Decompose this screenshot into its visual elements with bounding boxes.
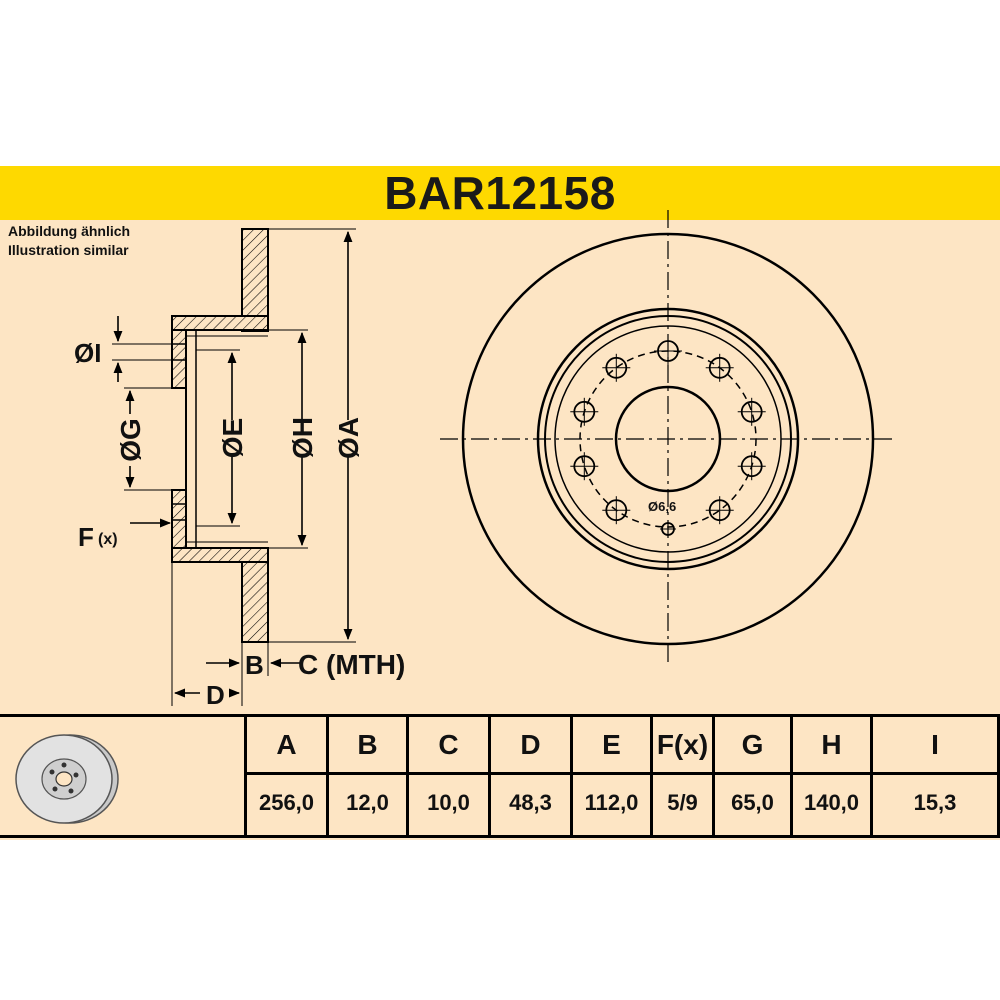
label-dim-F-sub: (x) <box>98 531 118 548</box>
front-view <box>440 210 896 664</box>
note-line-english: Illustration similar <box>8 242 129 258</box>
drawing-sheet: BAR12158 Abbildung ähnlich Illustration … <box>0 166 1000 840</box>
label-dim-H: ØH <box>287 417 318 459</box>
table-header-cell: E <box>573 717 650 775</box>
table-header-cell: C <box>409 717 488 775</box>
table-column: C 10,0 <box>406 717 488 835</box>
label-dim-D: D <box>206 680 225 710</box>
label-dim-I: ØI <box>74 338 101 368</box>
table-column: I 15,3 <box>870 717 1000 835</box>
friction-ring-lower <box>241 559 269 643</box>
table-column: A 256,0 <box>244 717 326 835</box>
hat-face-upper <box>171 329 187 389</box>
table-header-cell: F(x) <box>653 717 712 775</box>
table-value-cell: 15,3 <box>913 790 957 815</box>
table-header-cell: B <box>329 717 406 775</box>
table-column: F(x) 5/9 <box>650 717 712 835</box>
illustration-note: Abbildung ähnlich Illustration similar <box>8 222 130 260</box>
title-bar: BAR12158 <box>0 166 1000 220</box>
table-value-cell: 112,0 <box>584 790 639 815</box>
label-dim-E: ØE <box>217 418 248 458</box>
hat-face-lower <box>171 489 187 549</box>
table-column: D 48,3 <box>488 717 570 835</box>
spec-table: A 256,0 B 12,0 C 10,0 D 48,3 E 112,0 F(x) 5/9 G 65,0 H… <box>0 714 1000 838</box>
table-column: G 65,0 <box>712 717 790 835</box>
disc-thumbnail-icon <box>15 734 119 824</box>
label-dim-C: C (MTH) <box>298 649 405 680</box>
table-header-cell: G <box>715 717 790 775</box>
table-column: B 12,0 <box>326 717 406 835</box>
cross-section-view <box>171 228 269 643</box>
technical-drawing: ØA ØH ØE ØG ØI F (x) D B C (MTH) <box>74 210 896 710</box>
table-value-cell: 48,3 <box>509 790 552 815</box>
label-dim-A: ØA <box>333 417 364 459</box>
table-column: H 140,0 <box>790 717 870 835</box>
table-column: E 112,0 <box>570 717 650 835</box>
table-value-cell: 5/9 <box>667 790 698 815</box>
table-value-cell: 12,0 <box>346 790 389 815</box>
table-value-cell: 65,0 <box>731 790 774 815</box>
hat-bottom-wall <box>171 547 269 563</box>
label-dim-B: B <box>245 650 264 680</box>
bolt-holes <box>570 337 766 525</box>
table-header-cell: D <box>491 717 570 775</box>
hat-top-wall <box>171 315 269 331</box>
label-dim-F: F <box>78 522 94 552</box>
table-value-cell: 256,0 <box>258 790 315 815</box>
note-line-german: Abbildung ähnlich <box>8 223 131 239</box>
part-number-title: BAR12158 <box>384 167 616 219</box>
table-header-cell: I <box>873 717 997 775</box>
section-dimensions <box>112 228 356 706</box>
label-hole-diameter: Ø6,6 <box>648 499 676 514</box>
label-dim-G: ØG <box>115 418 146 462</box>
table-header-cell: H <box>793 717 870 775</box>
table-value-cell: 10,0 <box>427 790 470 815</box>
table-value-cell: 140,0 <box>803 790 860 815</box>
table-header-cell: A <box>247 717 326 775</box>
